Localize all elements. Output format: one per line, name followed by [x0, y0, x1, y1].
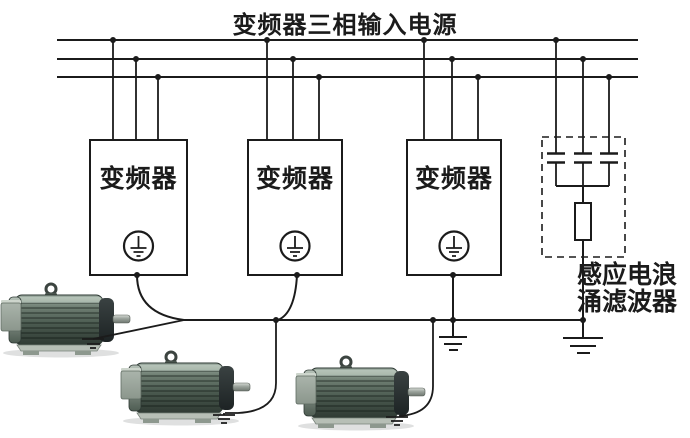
surge-filter-outline: [541, 136, 626, 258]
junction-dot: [316, 74, 322, 80]
motor-image-3: [294, 355, 427, 432]
capacitor-join-wire: [556, 185, 609, 203]
earth-ground-icon-motor1: [82, 338, 104, 349]
surge-filter-label-line1: 感应电浪: [577, 262, 678, 289]
filter-input-taps: [555, 40, 610, 153]
capacitor-icon-2: [574, 152, 592, 186]
page-title: 变频器三相输入电源: [232, 13, 458, 39]
inverter-2-input-taps: [266, 40, 320, 140]
junction-dot: [273, 317, 279, 323]
protective-earth-icon-3: [438, 230, 470, 262]
junction-dot: [475, 74, 481, 80]
inverter-3-input-taps: [423, 40, 479, 140]
earth-ground-icon-inverter3: [439, 336, 467, 351]
inverter-1-label: 变频器: [99, 166, 178, 193]
junction-dot: [580, 56, 586, 62]
capacitor-icon-3: [600, 152, 618, 186]
junction-dot: [133, 56, 139, 62]
inverter-2-ground-wire: [277, 274, 298, 321]
inverter-1-ground-wire: [136, 274, 185, 321]
junction-dot: [450, 272, 456, 278]
junction-dot: [580, 317, 586, 323]
junction-dot: [290, 56, 296, 62]
protective-earth-icon-1: [122, 230, 155, 262]
motor-image-1: [0, 282, 132, 359]
junction-dot: [606, 74, 612, 80]
motor-image-2: [119, 350, 252, 427]
junction-dot: [155, 74, 161, 80]
inverter-3-label: 变频器: [414, 166, 493, 193]
junction-dot: [430, 317, 436, 323]
surge-filter-label: 感应电浪 涌滤波器: [577, 262, 689, 316]
junction-dot: [294, 272, 300, 278]
surge-filter-label-line2: 涌滤波器: [577, 289, 678, 316]
junction-dot: [449, 56, 455, 62]
earth-ground-icon-motor2: [213, 414, 235, 424]
earth-ground-icon-filter: [563, 337, 603, 354]
inverter-2-label: 变频器: [255, 166, 334, 193]
capacitor-icon-1: [547, 152, 565, 186]
earth-ground-icon-motor3: [386, 416, 408, 426]
junction-dot: [450, 317, 456, 323]
protective-earth-icon-2: [279, 230, 311, 262]
resistor-icon: [574, 202, 592, 241]
motor-2-ground-wire: [223, 320, 277, 415]
motor-1-ground-wire: [92, 319, 185, 340]
junction-dot: [134, 272, 140, 278]
inverter-1-input-taps: [112, 40, 159, 140]
motor-3-ground-wire: [398, 320, 434, 417]
